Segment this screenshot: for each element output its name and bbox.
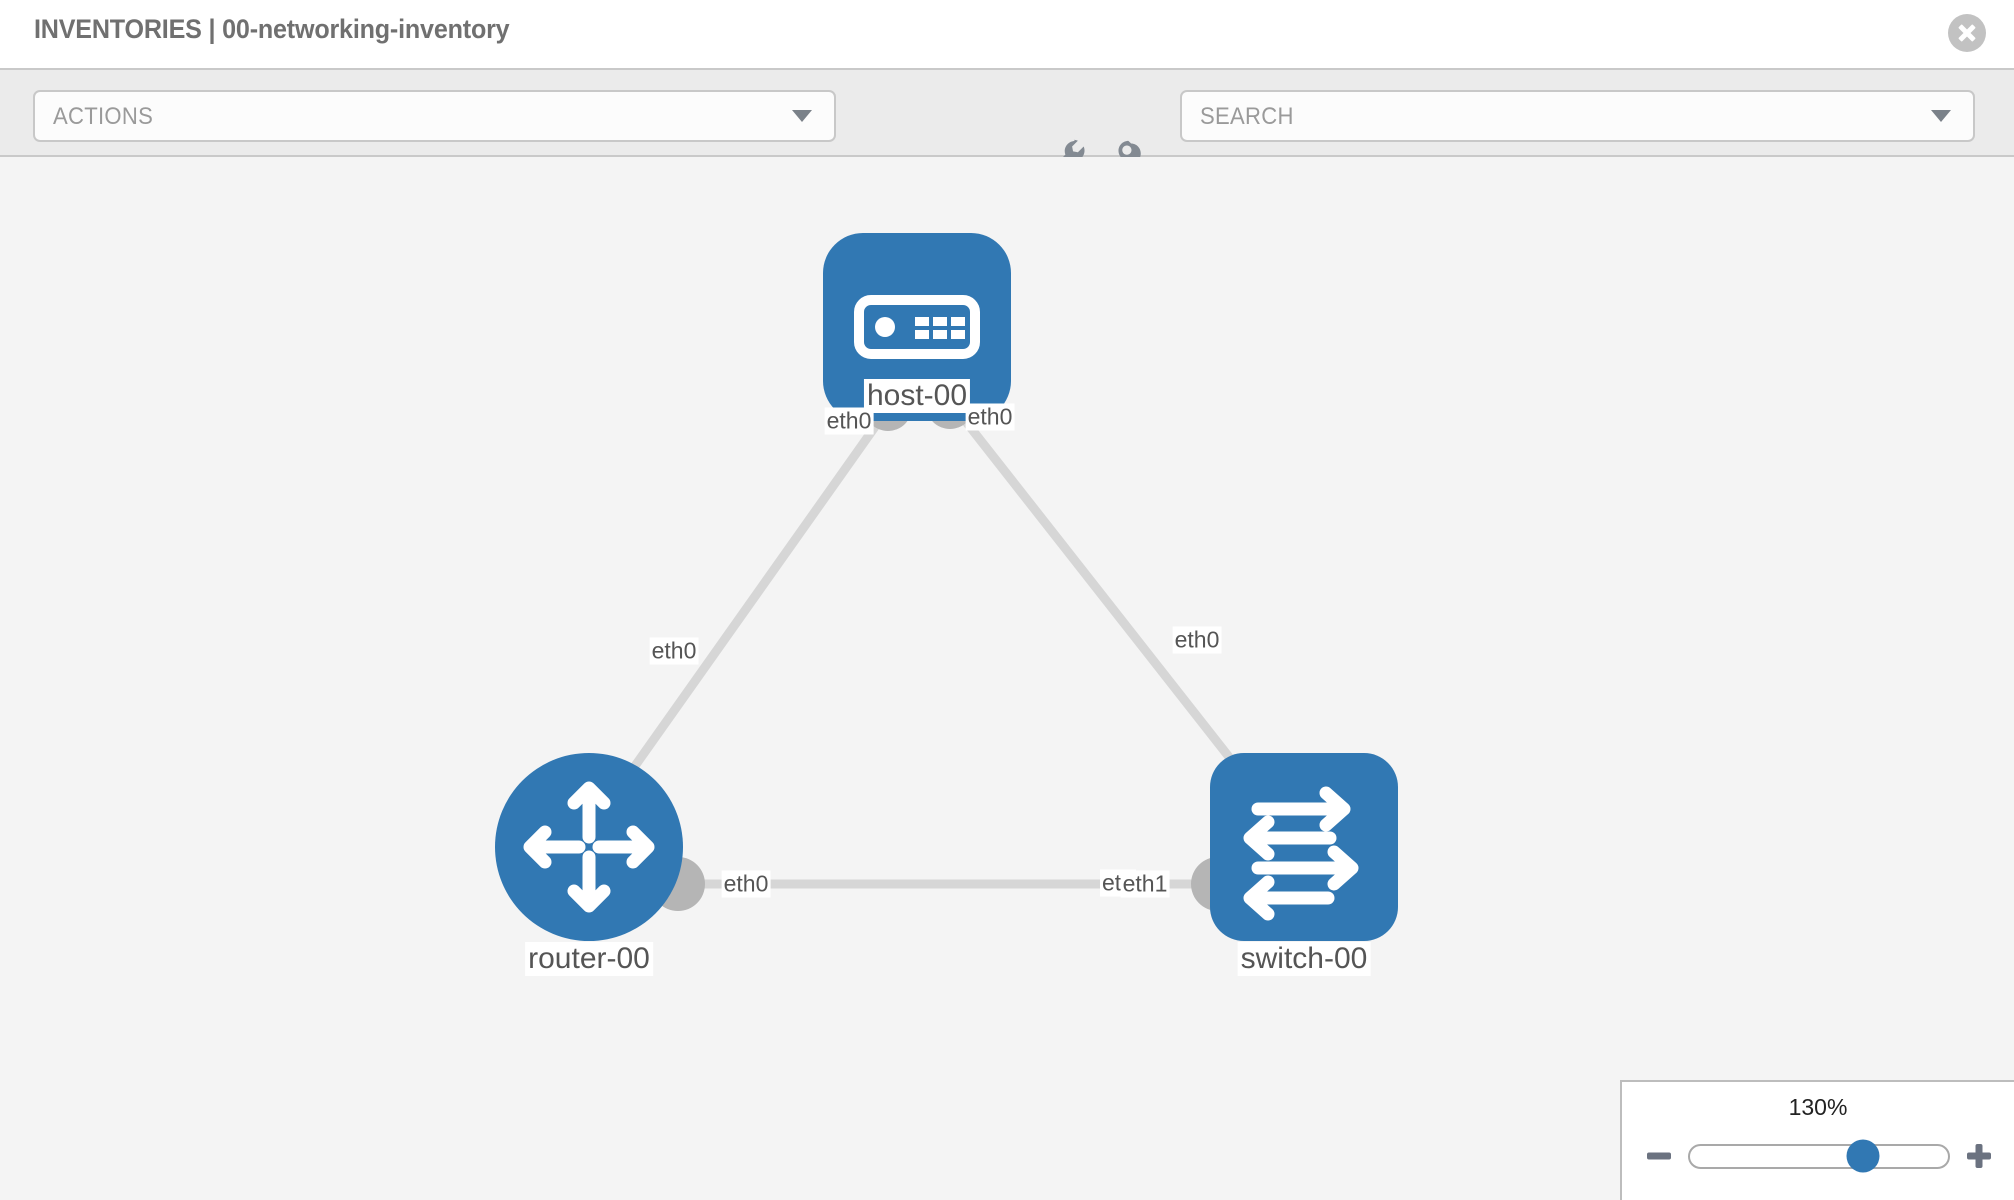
- edge-label-router00-eth0-up: eth0: [649, 637, 699, 665]
- topology-canvas[interactable]: router-00 switch-00 host-00 eth0 eth0 et…: [0, 157, 2014, 1200]
- toolbar: ACTIONS SEARCH: [0, 68, 2014, 177]
- node-router-00[interactable]: [495, 753, 683, 941]
- page-title: INVENTORIES | 00-networking-inventory: [34, 14, 510, 44]
- node-host-00[interactable]: [823, 233, 1011, 421]
- page-header: INVENTORIES | 00-networking-inventory: [0, 0, 2014, 68]
- node-label-switch-00: switch-00: [1237, 942, 1371, 976]
- server-icon: [854, 295, 980, 359]
- zoom-slider-thumb[interactable]: [1846, 1139, 1880, 1173]
- link-host00-router00[interactable]: [609, 404, 893, 800]
- link-host00-switch00[interactable]: [948, 401, 1266, 802]
- actions-dropdown-label: ACTIONS: [53, 103, 154, 130]
- chevron-down-icon: [1931, 110, 1951, 122]
- zoom-level-label: 130%: [1788, 1094, 1848, 1120]
- router-arrows-icon: [523, 781, 655, 913]
- edge-label-router00-eth0-right: eth0: [721, 870, 771, 898]
- search-input[interactable]: SEARCH: [1180, 90, 1975, 142]
- edge-label-switch00-eth0-up: eth0: [1172, 626, 1222, 654]
- node-switch-00[interactable]: [1210, 753, 1398, 941]
- chevron-down-icon: [792, 110, 812, 122]
- node-label-host-00: host-00: [863, 379, 971, 413]
- switch-arrows-icon: [1243, 786, 1359, 921]
- edge-label-host00-eth0-left: eth0: [824, 407, 874, 435]
- zoom-out-button[interactable]: [1644, 1141, 1674, 1171]
- edge-label-host00-eth0-right: eth0: [965, 403, 1015, 431]
- actions-dropdown[interactable]: ACTIONS: [33, 90, 836, 142]
- zoom-control-panel: 130%: [1620, 1080, 2014, 1200]
- search-placeholder: SEARCH: [1200, 103, 1294, 130]
- zoom-slider-track[interactable]: [1688, 1139, 1950, 1173]
- link-layer: [609, 401, 1266, 889]
- edge-label-switch00-eth1: eth1: [1120, 870, 1170, 898]
- zoom-slider-row: [1622, 1134, 2014, 1178]
- topology-graph: [495, 233, 1398, 941]
- zoom-in-button[interactable]: [1964, 1141, 1994, 1171]
- close-icon[interactable]: [1948, 14, 1986, 52]
- node-label-router-00: router-00: [525, 942, 653, 976]
